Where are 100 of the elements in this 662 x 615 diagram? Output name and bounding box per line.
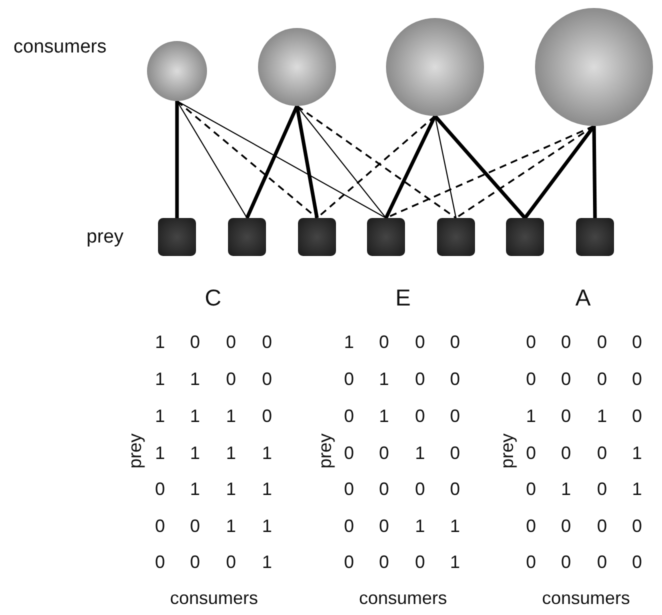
matrix-value: 0 bbox=[526, 444, 536, 462]
matrix-value: 1 bbox=[415, 444, 425, 462]
link-line bbox=[176, 100, 386, 218]
dashed-link-line bbox=[176, 100, 318, 219]
axis-label: prey bbox=[498, 434, 516, 468]
link-line bbox=[175, 101, 179, 218]
matrix-title: A bbox=[575, 286, 591, 310]
matrix-value: 0 bbox=[526, 517, 536, 535]
prey-square bbox=[298, 218, 336, 256]
prey-square bbox=[228, 218, 266, 256]
matrix-value: 1 bbox=[526, 407, 536, 425]
prey-square bbox=[437, 218, 475, 256]
matrix-value: 0 bbox=[597, 444, 607, 462]
matrix-value: 0 bbox=[561, 333, 571, 351]
matrix-value: 0 bbox=[450, 333, 460, 351]
matrix-value: 0 bbox=[190, 517, 200, 535]
matrix-value: 1 bbox=[450, 553, 460, 571]
matrix-value: 0 bbox=[632, 370, 642, 388]
matrix-value: 0 bbox=[450, 407, 460, 425]
link-line bbox=[295, 106, 319, 218]
matrix-value: 1 bbox=[632, 444, 642, 462]
matrix-value: 0 bbox=[379, 553, 389, 571]
matrix-value: 1 bbox=[379, 407, 389, 425]
matrix-value: 0 bbox=[597, 370, 607, 388]
matrix-value: 0 bbox=[561, 370, 571, 388]
link-line bbox=[296, 106, 386, 218]
matrix-value: 0 bbox=[597, 480, 607, 498]
matrix-value: 0 bbox=[415, 333, 425, 351]
matrix-value: 0 bbox=[226, 553, 236, 571]
matrix-value: 0 bbox=[344, 517, 354, 535]
matrix-value: 0 bbox=[632, 553, 642, 571]
matrix-value: 0 bbox=[155, 553, 165, 571]
matrix-value: 1 bbox=[379, 370, 389, 388]
matrix-value: 0 bbox=[415, 370, 425, 388]
matrix-value: 0 bbox=[344, 444, 354, 462]
axis-label: prey bbox=[126, 434, 144, 468]
matrix-value: 0 bbox=[344, 407, 354, 425]
link-line bbox=[384, 115, 437, 219]
matrix-value: 0 bbox=[415, 480, 425, 498]
matrix-value: 1 bbox=[155, 444, 165, 462]
matrix-value: 0 bbox=[190, 333, 200, 351]
matrix-value: 0 bbox=[526, 370, 536, 388]
link-line bbox=[434, 114, 526, 220]
matrix-value: 0 bbox=[262, 370, 272, 388]
axis-label: consumers bbox=[358, 589, 448, 607]
matrix-value: 0 bbox=[561, 444, 571, 462]
matrix-value: 0 bbox=[526, 333, 536, 351]
prey-square bbox=[506, 218, 544, 256]
matrix-title: C bbox=[204, 286, 222, 310]
matrix-value: 1 bbox=[226, 444, 236, 462]
matrix-value: 0 bbox=[379, 480, 389, 498]
matrix-title: E bbox=[395, 286, 411, 310]
link-line bbox=[592, 126, 597, 218]
matrix-value: 1 bbox=[262, 480, 272, 498]
matrix-value: 0 bbox=[226, 370, 236, 388]
matrix-value: 1 bbox=[190, 480, 200, 498]
matrix-value: 1 bbox=[597, 407, 607, 425]
matrix-value: 0 bbox=[344, 553, 354, 571]
matrix-value: 0 bbox=[379, 333, 389, 351]
matrix-value: 1 bbox=[262, 553, 272, 571]
matrix-value: 0 bbox=[561, 407, 571, 425]
matrix-value: 0 bbox=[262, 333, 272, 351]
matrix-value: 1 bbox=[190, 370, 200, 388]
matrix-value: 1 bbox=[415, 517, 425, 535]
matrix-value: 0 bbox=[344, 480, 354, 498]
link-line bbox=[176, 100, 248, 218]
dashed-link-line bbox=[296, 105, 457, 219]
matrix-value: 0 bbox=[561, 553, 571, 571]
matrix-value: 0 bbox=[226, 333, 236, 351]
matrix-value: 1 bbox=[450, 517, 460, 535]
matrix-value: 1 bbox=[155, 370, 165, 388]
matrix-value: 1 bbox=[226, 407, 236, 425]
matrix-value: 1 bbox=[262, 444, 272, 462]
prey-square bbox=[367, 218, 405, 256]
matrix-value: 0 bbox=[379, 517, 389, 535]
matrix-value: 0 bbox=[190, 553, 200, 571]
matrix-value: 0 bbox=[379, 444, 389, 462]
matrix-value: 0 bbox=[597, 553, 607, 571]
matrix-value: 0 bbox=[450, 480, 460, 498]
matrix-value: 1 bbox=[155, 407, 165, 425]
matrix-value: 0 bbox=[415, 553, 425, 571]
matrix-value: 1 bbox=[561, 480, 571, 498]
matrix-value: 0 bbox=[450, 370, 460, 388]
prey-square bbox=[158, 218, 196, 256]
matrix-value: 1 bbox=[190, 407, 200, 425]
matrix-value: 0 bbox=[597, 517, 607, 535]
link-line bbox=[245, 105, 299, 219]
matrix-value: 0 bbox=[632, 407, 642, 425]
matrix-value: 1 bbox=[226, 517, 236, 535]
matrix-value: 1 bbox=[226, 480, 236, 498]
matrix-value: 0 bbox=[597, 333, 607, 351]
matrix-value: 0 bbox=[526, 480, 536, 498]
matrix-value: 1 bbox=[262, 517, 272, 535]
matrix-value: 0 bbox=[561, 517, 571, 535]
matrix-value: 0 bbox=[415, 407, 425, 425]
matrix-value: 0 bbox=[450, 444, 460, 462]
matrix-value: 0 bbox=[632, 517, 642, 535]
axis-label: consumers bbox=[14, 38, 106, 56]
axis-label: prey bbox=[316, 434, 334, 468]
matrix-value: 1 bbox=[155, 333, 165, 351]
